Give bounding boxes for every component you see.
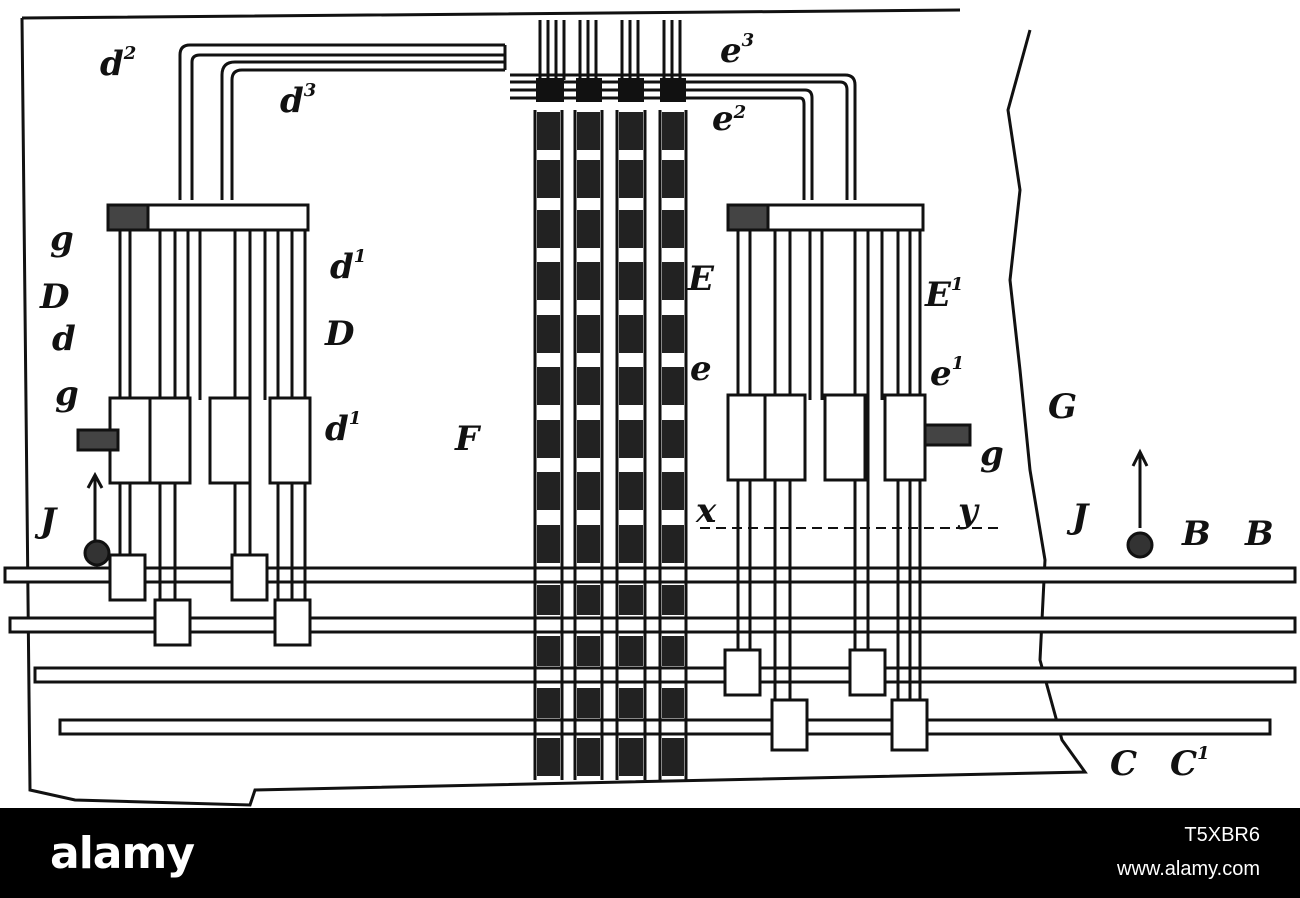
center-columns-f xyxy=(533,20,688,780)
label-G: G xyxy=(1048,387,1077,427)
label-d2: d2 xyxy=(100,43,136,84)
patent-drawing: d2 d3 e3 e2 g d1 D D d g d1 J F E E1 e e… xyxy=(3,8,1297,807)
labels: d2 d3 e3 e2 g d1 D D d g d1 J F E E1 e e… xyxy=(34,30,1274,784)
brand-logo: alamy xyxy=(50,828,195,879)
label-x: x xyxy=(695,491,717,531)
label-J-right: J xyxy=(1066,497,1090,537)
label-g-top: g xyxy=(50,219,74,259)
paper-outline xyxy=(20,8,1088,807)
label-B1: B xyxy=(1244,514,1274,554)
left-apparatus xyxy=(76,203,312,647)
label-e3: e3 xyxy=(720,30,754,71)
pipes xyxy=(178,43,857,200)
label-g-mid: g xyxy=(55,374,79,414)
right-apparatus xyxy=(723,203,1154,752)
label-B: B xyxy=(1181,514,1211,554)
label-d1-top: d1 xyxy=(330,246,366,287)
horizontal-bars xyxy=(3,566,1297,736)
label-d1-bottom: d1 xyxy=(325,408,361,449)
label-F: F xyxy=(454,419,482,459)
label-D-right: D xyxy=(324,314,355,354)
label-e: e xyxy=(690,349,712,389)
label-d: d xyxy=(52,319,76,359)
label-D-left: D xyxy=(39,277,70,317)
label-C: C xyxy=(1110,744,1137,784)
label-J-left: J xyxy=(34,501,58,541)
label-y: y xyxy=(957,491,980,531)
label-e1: e1 xyxy=(930,353,964,394)
label-g-right: g xyxy=(980,434,1004,474)
site-url: www.alamy.com xyxy=(1117,858,1260,880)
label-d3: d3 xyxy=(280,80,316,121)
label-e2: e2 xyxy=(712,99,746,139)
label-E: E xyxy=(687,259,715,299)
label-E1: E1 xyxy=(924,274,963,315)
label-C1: C1 xyxy=(1170,743,1210,784)
image-id: T5XBR6 xyxy=(1184,824,1260,846)
watermark-footer: alamy T5XBR6 www.alamy.com xyxy=(0,808,1300,898)
